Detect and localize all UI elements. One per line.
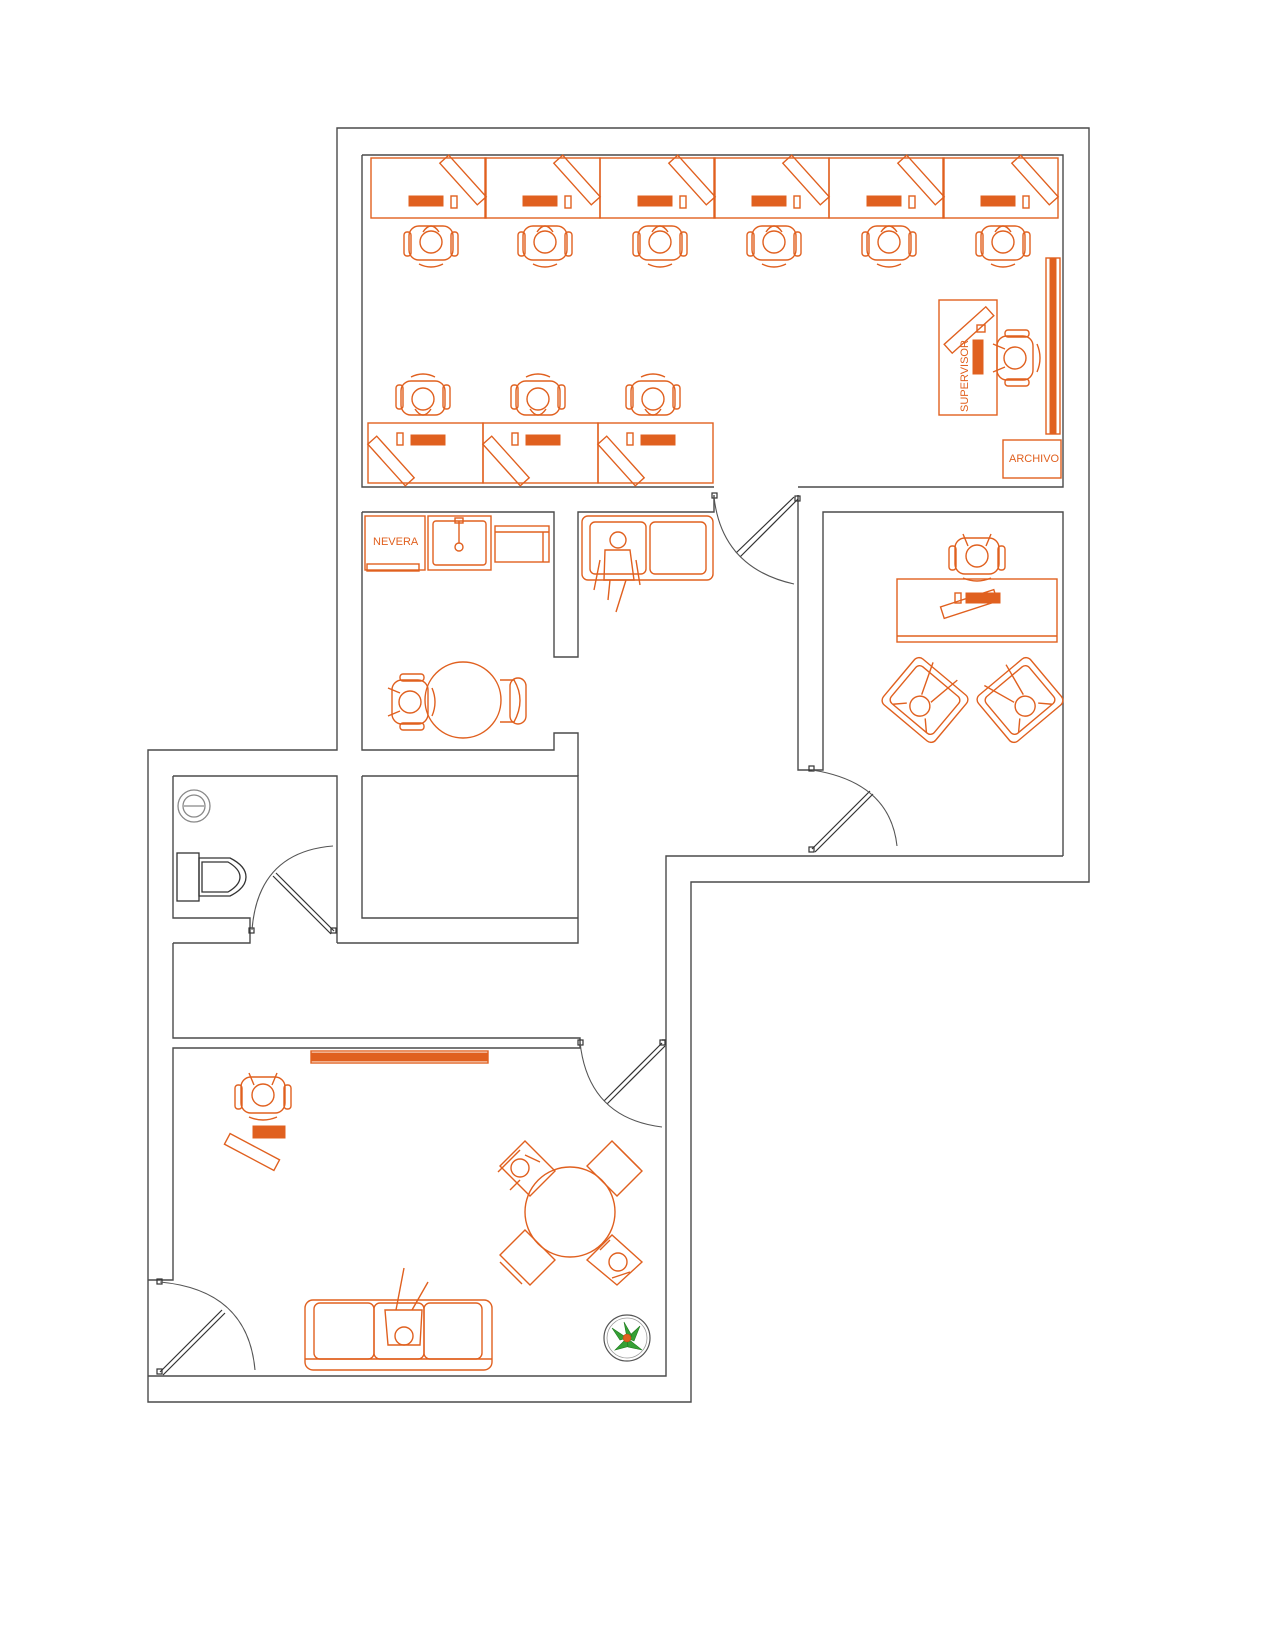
workstations-top-row [370,154,1059,268]
workstation-icon[interactable] [713,154,830,268]
person-icon [593,531,641,613]
workstation-icon[interactable] [367,373,484,487]
armchair-icon[interactable] [970,649,1067,746]
person-icon [384,1267,429,1346]
door-icon[interactable] [156,1278,256,1376]
supervisor-label: SUPERVISOR [959,340,971,412]
workstation-icon[interactable] [828,154,945,268]
armchair-icon[interactable] [499,1229,556,1286]
chair-icon[interactable] [992,329,1041,387]
wall-shelf [1049,257,1057,435]
armchair-icon[interactable] [497,1140,556,1197]
workstations-bottom-row [367,373,714,487]
door-icon[interactable] [577,1039,666,1128]
doors [156,492,898,1376]
archive-label: ARCHIVO [1009,453,1060,465]
chair-icon[interactable] [948,533,1006,582]
microwave[interactable] [494,525,550,563]
executive-desk[interactable] [896,578,1058,643]
chair-icon[interactable] [387,673,436,731]
wall-shelf [310,1052,489,1062]
door-icon[interactable] [808,765,898,853]
reception-desk[interactable] [223,1072,292,1172]
kitchen: NEVERA [364,515,550,739]
fridge[interactable]: NEVERA [364,515,426,572]
toilet-icon[interactable] [176,852,247,902]
door-icon[interactable] [711,492,801,585]
workstation-icon[interactable] [370,154,487,268]
workstation-icon[interactable] [597,373,714,487]
door-icon[interactable] [248,845,337,935]
workstation-icon[interactable] [482,373,599,487]
meeting-office [878,533,1067,746]
armchair-icon[interactable] [585,1234,644,1286]
walls [147,127,1090,1403]
sink-icon[interactable] [177,789,211,823]
fridge-label: NEVERA [373,536,419,548]
sofa-icon[interactable] [304,1299,493,1371]
bathroom [176,789,247,902]
armchair-icon[interactable] [878,649,975,746]
lounge-nook [581,515,714,613]
chair-icon[interactable] [234,1072,292,1121]
workstation-icon[interactable] [599,154,716,268]
chair-icon[interactable] [500,677,527,725]
supervisor-desk[interactable]: SUPERVISOR [938,299,1041,416]
workstation-icon[interactable] [942,154,1059,268]
armchair-icon[interactable] [586,1140,643,1197]
reception-room [223,1050,651,1371]
sink-icon[interactable] [427,515,492,571]
archive-cabinet[interactable]: ARCHIVO [1002,439,1062,479]
sofa-icon[interactable] [581,515,714,581]
round-table-icon[interactable] [524,1166,616,1258]
plant-icon [603,1314,651,1362]
workstation-icon[interactable] [484,154,601,268]
round-table-icon[interactable] [424,661,502,739]
